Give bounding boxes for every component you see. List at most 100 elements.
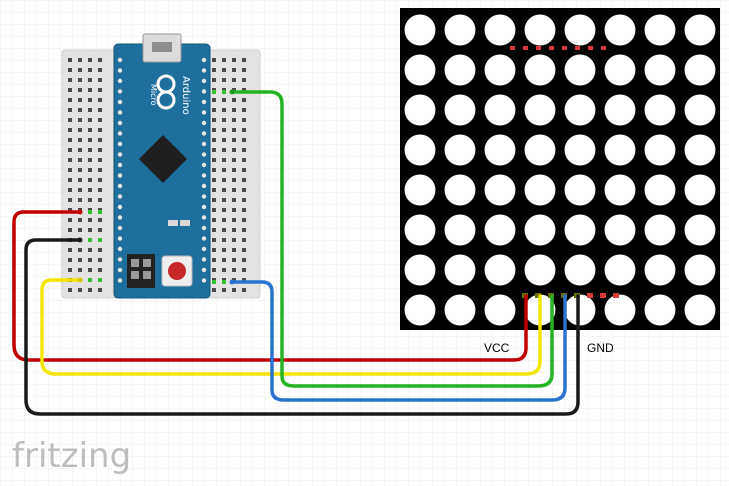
breadboard-hole [242, 198, 246, 202]
led-dot [604, 174, 636, 206]
header-pin [201, 267, 207, 273]
led-dot [444, 214, 476, 246]
breadboard-hole [232, 288, 236, 292]
led-dot [404, 174, 436, 206]
breadboard-hole [212, 108, 216, 112]
header-pin [117, 257, 123, 262]
breadboard-hole [212, 238, 216, 242]
led-dot [444, 254, 476, 286]
breadboard-hole [232, 258, 236, 262]
breadboard-hole [88, 168, 92, 172]
led-dot [564, 14, 596, 46]
breadboard-hole [98, 218, 102, 222]
wire-yellow [40, 278, 542, 376]
breadboard-hole [88, 138, 92, 142]
led-dot [404, 134, 436, 166]
breadboard-hole [232, 238, 236, 242]
header-pin [117, 246, 123, 252]
led-dot [444, 174, 476, 206]
breadboard-hole [68, 288, 72, 292]
connected-hole [88, 278, 92, 282]
breadboard-hole [88, 248, 92, 252]
breadboard-hole [98, 88, 102, 92]
led-dot [684, 294, 716, 326]
breadboard-hole [212, 128, 216, 132]
breadboard-hole [68, 128, 72, 132]
breadboard-hole [68, 188, 72, 192]
breadboard-hole [68, 118, 72, 122]
breadboard-hole [232, 98, 236, 102]
header-pin [201, 204, 207, 210]
led-dot [684, 54, 716, 86]
breadboard-hole [68, 78, 72, 82]
breadboard-hole [98, 78, 102, 82]
breadboard-hole [78, 108, 82, 112]
header-pin [117, 141, 123, 147]
breadboard-hole [222, 188, 226, 192]
header-pin [117, 131, 123, 136]
led-dot [604, 94, 636, 126]
led-dot [604, 14, 636, 46]
breadboard-hole [68, 218, 72, 222]
breadboard-hole [88, 188, 92, 192]
breadboard-hole [68, 158, 72, 162]
reset-button [161, 255, 193, 287]
header-pin [201, 257, 207, 262]
header-pin [201, 215, 207, 220]
breadboard-hole [222, 158, 226, 162]
breadboard-hole [232, 138, 236, 142]
breadboard-hole [222, 218, 226, 222]
breadboard-hole [78, 248, 82, 252]
breadboard-hole [212, 178, 216, 182]
breadboard-hole [212, 268, 216, 272]
breadboard-hole [78, 68, 82, 72]
breadboard-hole [222, 108, 226, 112]
breadboard-hole [242, 278, 246, 282]
breadboard-hole [222, 68, 226, 72]
breadboard-hole [242, 168, 246, 172]
breadboard-hole [212, 218, 216, 222]
led-dot [644, 54, 676, 86]
breadboard-hole [78, 58, 82, 62]
breadboard-hole [222, 208, 226, 212]
header-pin [117, 57, 123, 63]
breadboard-hole [242, 148, 246, 152]
breadboard-hole [242, 268, 246, 272]
header-pin [117, 204, 123, 210]
wire-vcc-red [12, 210, 528, 362]
breadboard-hole [242, 118, 246, 122]
breadboard-hole [232, 268, 236, 272]
breadboard-hole [222, 198, 226, 202]
breadboard-hole [242, 178, 246, 182]
breadboard-hole [88, 178, 92, 182]
breadboard-hole [98, 158, 102, 162]
led-dot [404, 214, 436, 246]
breadboard-hole [88, 258, 92, 262]
breadboard-hole [212, 208, 216, 212]
breadboard-hole [78, 258, 82, 262]
header-pin [117, 89, 123, 94]
header-pin [117, 162, 123, 168]
breadboard-hole [68, 248, 72, 252]
breadboard-hole [242, 88, 246, 92]
arduino-micro-board: Arduino Micro [113, 33, 211, 299]
connected-hole [98, 278, 102, 282]
led-dot [644, 94, 676, 126]
led-dot [564, 214, 596, 246]
matrix-pin [549, 46, 554, 50]
header-pin [201, 173, 207, 178]
matrix-pin [587, 293, 593, 298]
matrix-pin [536, 46, 541, 50]
led-dot [524, 214, 556, 246]
connected-hole [98, 210, 102, 214]
breadboard-hole [68, 208, 72, 212]
led-dot [524, 254, 556, 286]
breadboard-hole [232, 178, 236, 182]
header-pin [201, 57, 207, 63]
breadboard-hole [242, 258, 246, 262]
header-pin [201, 183, 207, 189]
led-dot [404, 294, 436, 326]
breadboard-hole [68, 178, 72, 182]
breadboard-hole [222, 58, 226, 62]
breadboard-hole [222, 168, 226, 172]
